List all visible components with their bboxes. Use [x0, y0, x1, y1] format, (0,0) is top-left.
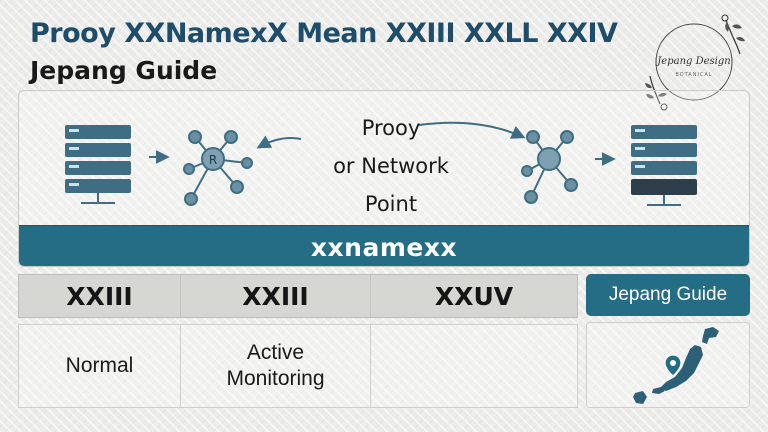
- logo-text: Jepang Design: [655, 56, 730, 67]
- table-cell-active-monitoring: Active Monitoring: [181, 325, 371, 407]
- table-cell-empty: [371, 325, 577, 407]
- center-line-2: or Network: [333, 154, 449, 178]
- page-subtitle: Jepang Guide: [30, 56, 218, 85]
- status-table: XXIII XXIII XXUV Normal Active Monitorin…: [18, 274, 578, 408]
- logo-subtext: BOTANICAL: [675, 72, 712, 78]
- table-row: Normal Active Monitoring: [18, 324, 578, 408]
- flow-diagram: R: [65, 121, 697, 206]
- node-letter: R: [209, 153, 217, 167]
- band-label: xxnamexx: [310, 233, 458, 262]
- table-header-cell: XXUV: [434, 281, 514, 311]
- name-band: xxnamexx: [19, 225, 749, 266]
- center-line-3: Point: [364, 192, 418, 216]
- arrow-from-text-icon: [418, 121, 526, 139]
- map-panel: [586, 322, 750, 408]
- network-diagram-panel: R: [18, 90, 750, 267]
- table-header-cell: XXIII: [19, 275, 181, 317]
- table-header-cell: XXIII: [181, 275, 371, 317]
- network-node-icon-left: [183, 130, 253, 206]
- page-title: Prooy XXNamexX Mean XXIII XXLL XXIV: [30, 18, 618, 49]
- jepang-guide-button[interactable]: Jepang Guide: [586, 274, 750, 316]
- table-header-row: XXIII XXIII XXUV: [18, 274, 578, 318]
- center-line-1: Prooy: [361, 116, 421, 140]
- server-icon-right: [631, 125, 697, 206]
- center-label: Prooy or Network Point: [301, 109, 481, 223]
- floral-logo: Jepang Design BOTANICAL: [645, 14, 745, 111]
- table-cell-normal: Normal: [19, 325, 181, 407]
- server-icon-left: [65, 125, 131, 204]
- network-node-icon-right: [521, 130, 578, 204]
- arrow-to-node-icon: [256, 135, 302, 149]
- japan-map-icon: [633, 327, 719, 404]
